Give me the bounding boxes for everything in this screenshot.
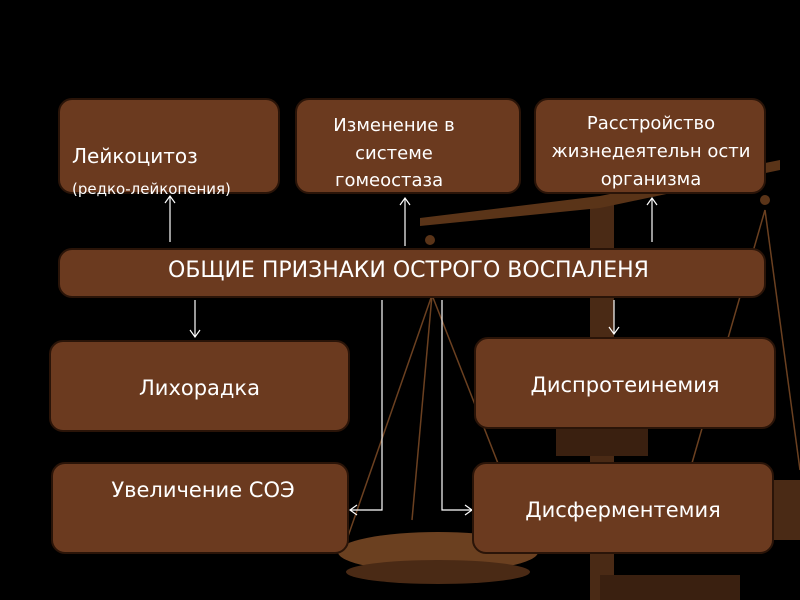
scales-pillar-collar — [556, 426, 648, 456]
node-disorder: Расстройство жизнедеятельн ости организм… — [534, 98, 766, 194]
scales-left-string-2 — [411, 294, 433, 521]
node-leukocytosis-title: Лейкоцитоз — [72, 144, 198, 168]
node-esr: Увеличение СОЭ — [51, 462, 349, 554]
scales-right-hook — [760, 195, 770, 205]
node-homeostasis-line1: Изменение в системе — [333, 115, 455, 164]
node-esr-text: Увеличение СОЭ — [111, 478, 295, 502]
node-leukocytosis-subtitle: (редко-лейкопения) — [72, 180, 231, 198]
node-homeostasis-line2: гомеостаза — [335, 170, 444, 191]
node-dysfermentemia: Дисферментемия — [472, 462, 774, 554]
node-dysproteinemia: Диспротеинемия — [474, 337, 776, 429]
node-fever: Лихорадка — [49, 340, 350, 432]
arrow-to-dysfermentemia — [441, 300, 472, 511]
arrows — [164, 194, 658, 516]
scales-right-pan — [772, 480, 800, 540]
node-leukocytosis: Лейкоцитоз (редко-лейкопения) — [58, 98, 280, 198]
node-main-text: ОБЩИЕ ПРИЗНАКИ ОСТРОГО ВОСПАЛЕНЯ — [168, 258, 649, 283]
scales-left-pan-bottom — [346, 560, 530, 584]
node-dysproteinemia-text: Диспротеинемия — [530, 373, 720, 397]
scales-left-string-1 — [344, 294, 433, 546]
scales-left-hook — [425, 235, 435, 245]
arrow-to-esr — [350, 300, 383, 511]
scales-right-string-2 — [764, 209, 800, 471]
node-fever-text: Лихорадка — [139, 376, 260, 400]
scales-beam — [420, 160, 780, 226]
node-dysfermentemia-text: Дисферментемия — [525, 498, 721, 522]
node-disorder-text: Расстройство жизнедеятельн ости организм… — [551, 113, 751, 190]
scales-base — [600, 575, 740, 600]
node-main: ОБЩИЕ ПРИЗНАКИ ОСТРОГО ВОСПАЛЕНЯ — [58, 248, 766, 298]
node-homeostasis: Изменение в системе гомеостаза — [295, 98, 521, 194]
